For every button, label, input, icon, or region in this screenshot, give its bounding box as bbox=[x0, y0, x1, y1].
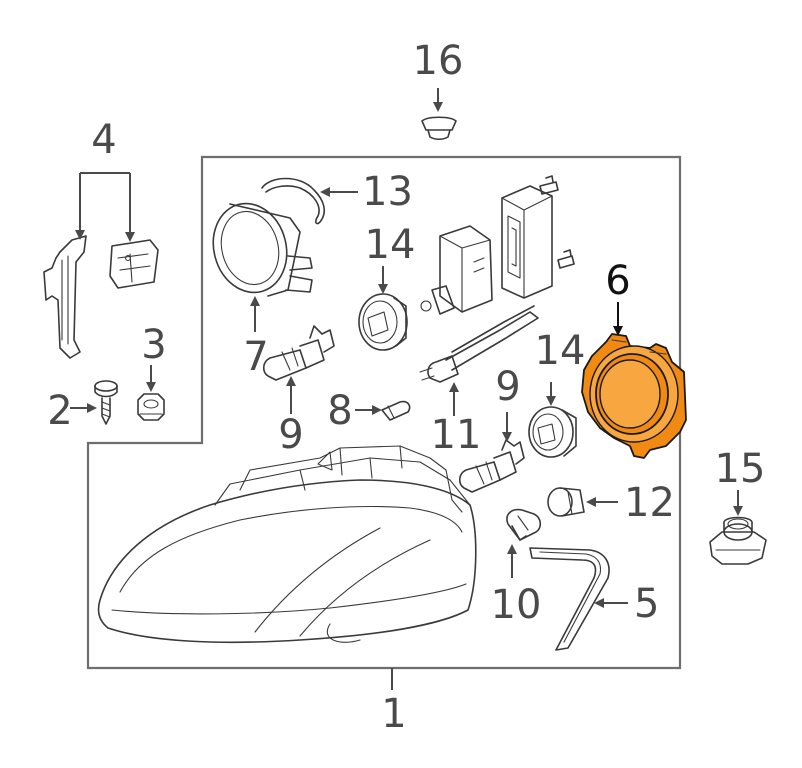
part-number-5: 5 bbox=[634, 581, 659, 627]
part-number-7: 7 bbox=[243, 334, 268, 380]
bulb-10[interactable] bbox=[506, 508, 542, 541]
plug-cap-16[interactable] bbox=[421, 116, 457, 141]
part-number-2: 2 bbox=[47, 388, 72, 434]
clip-nut-3[interactable] bbox=[137, 393, 165, 421]
part-number-11: 11 bbox=[431, 412, 482, 458]
part-number-15: 15 bbox=[715, 446, 766, 492]
headlamp-housing[interactable] bbox=[97, 445, 477, 644]
part-number-3: 3 bbox=[141, 322, 166, 368]
part-number-14-lower: 14 bbox=[535, 328, 586, 374]
part-number-6: 6 bbox=[605, 258, 630, 304]
part-number-8: 8 bbox=[327, 388, 352, 434]
bulb-9-upper[interactable] bbox=[262, 325, 335, 381]
small-bulb-8[interactable] bbox=[381, 400, 411, 421]
wiring-harness-11[interactable] bbox=[419, 305, 539, 383]
part-number-13: 13 bbox=[362, 169, 413, 215]
part-number-14-upper: 14 bbox=[365, 222, 416, 268]
bulb-socket-14-lower[interactable] bbox=[528, 406, 577, 458]
retainer-ring-6-highlighted[interactable] bbox=[581, 333, 687, 459]
part-number-4: 4 bbox=[91, 117, 116, 163]
wire-clip-13[interactable] bbox=[261, 177, 326, 225]
mounting-brackets-4[interactable] bbox=[43, 235, 159, 359]
bulb-socket-14-upper[interactable] bbox=[358, 293, 408, 351]
part-number-10: 10 bbox=[491, 582, 542, 628]
part-number-12: 12 bbox=[624, 480, 675, 526]
part-number-16: 16 bbox=[413, 38, 464, 84]
ballast-unit[interactable] bbox=[501, 185, 553, 299]
cover-cap-7[interactable] bbox=[204, 195, 313, 301]
ballast-igniter[interactable] bbox=[420, 225, 493, 315]
socket-12[interactable] bbox=[547, 487, 585, 517]
trim-strip-5[interactable] bbox=[529, 547, 610, 651]
part-number-9-upper: 9 bbox=[278, 412, 303, 458]
part-number-9-lower: 9 bbox=[495, 364, 520, 410]
bracket-15[interactable] bbox=[709, 516, 767, 565]
assembly-frame bbox=[86, 155, 682, 670]
ballast-screws[interactable] bbox=[539, 175, 575, 269]
part-number-1: 1 bbox=[381, 691, 406, 737]
screw-2[interactable] bbox=[94, 380, 118, 425]
